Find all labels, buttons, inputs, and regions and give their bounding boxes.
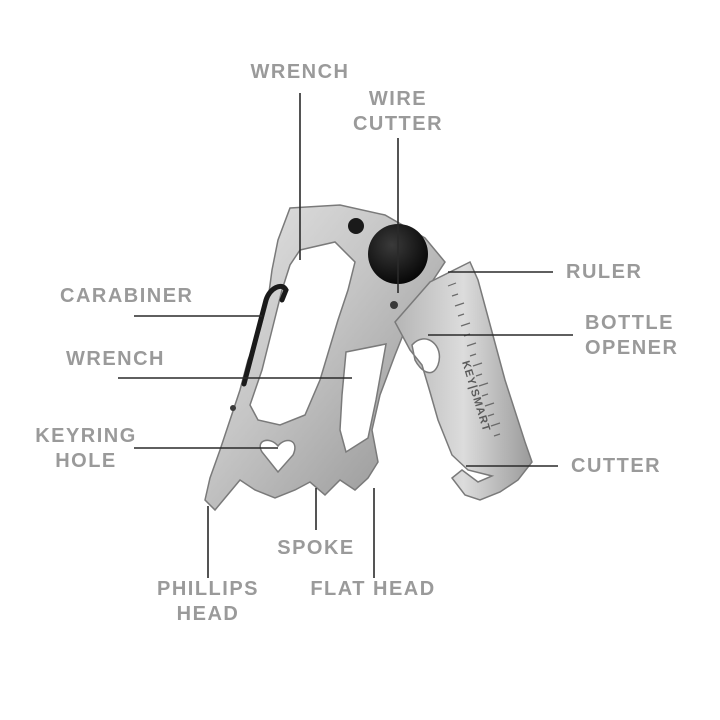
label-wrench-top: WRENCH [250,61,350,83]
rivet-hole [390,301,398,309]
label-phillips-head: PHILLIPS HEAD [156,578,259,625]
label-bottle-opener: BOTTLE OPENER [585,312,679,359]
label-ruler: RULER [566,261,643,283]
label-wire-cutter: WIRE CUTTER [352,88,444,135]
label-spoke: SPOKE [277,537,355,559]
ruler-blade [394,260,533,501]
label-cutter: CUTTER [571,455,662,477]
label-flat-head: FLAT HEAD [310,578,436,600]
label-carabiner: CARABINER [60,285,194,307]
label-wrench-mid: WRENCH [66,348,165,370]
carabiner-gate [241,283,289,387]
small-rivet [348,218,364,234]
keyring-dot [230,405,236,411]
tool-body [204,204,446,512]
leader-lines [118,93,573,578]
label-keyring-hole: KEYRING HOLE [35,425,137,472]
